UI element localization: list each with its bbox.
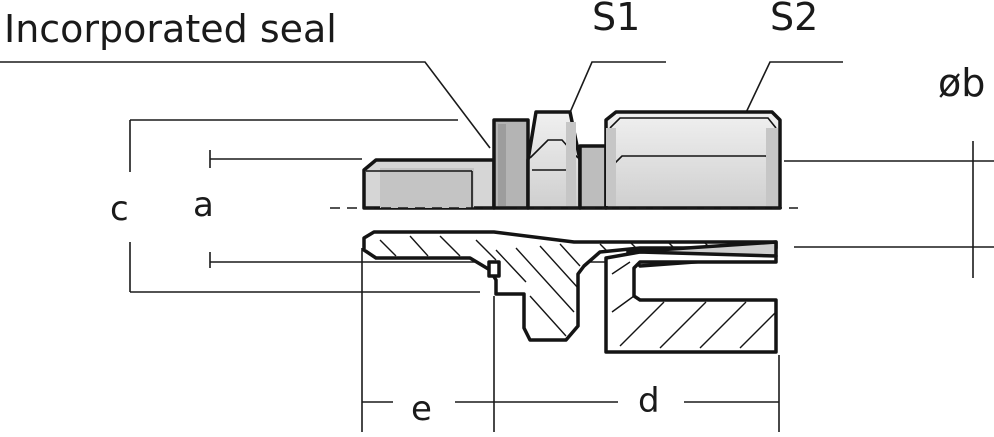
- dimension-c: [129, 119, 480, 293]
- seal-leader-line: [0, 61, 491, 149]
- dimension-b: [784, 141, 994, 278]
- ob-label: øb: [938, 61, 985, 105]
- s1-label: S1: [592, 0, 640, 39]
- e-label: e: [411, 389, 432, 429]
- neck: [578, 144, 608, 210]
- c-label: c: [110, 189, 129, 229]
- incorporated-seal-label: Incorporated seal: [4, 7, 337, 51]
- s2-label: S2: [770, 0, 818, 39]
- s2-hex-nut: [604, 110, 782, 210]
- nut-section: [604, 250, 778, 354]
- seal-collar: [492, 118, 530, 210]
- thread-stud: [362, 158, 496, 210]
- d-label: d: [638, 381, 660, 421]
- a-label: a: [193, 185, 214, 225]
- dimension-e-d: [361, 248, 780, 432]
- seal-groove: [487, 260, 501, 278]
- s1-hex: [526, 110, 582, 210]
